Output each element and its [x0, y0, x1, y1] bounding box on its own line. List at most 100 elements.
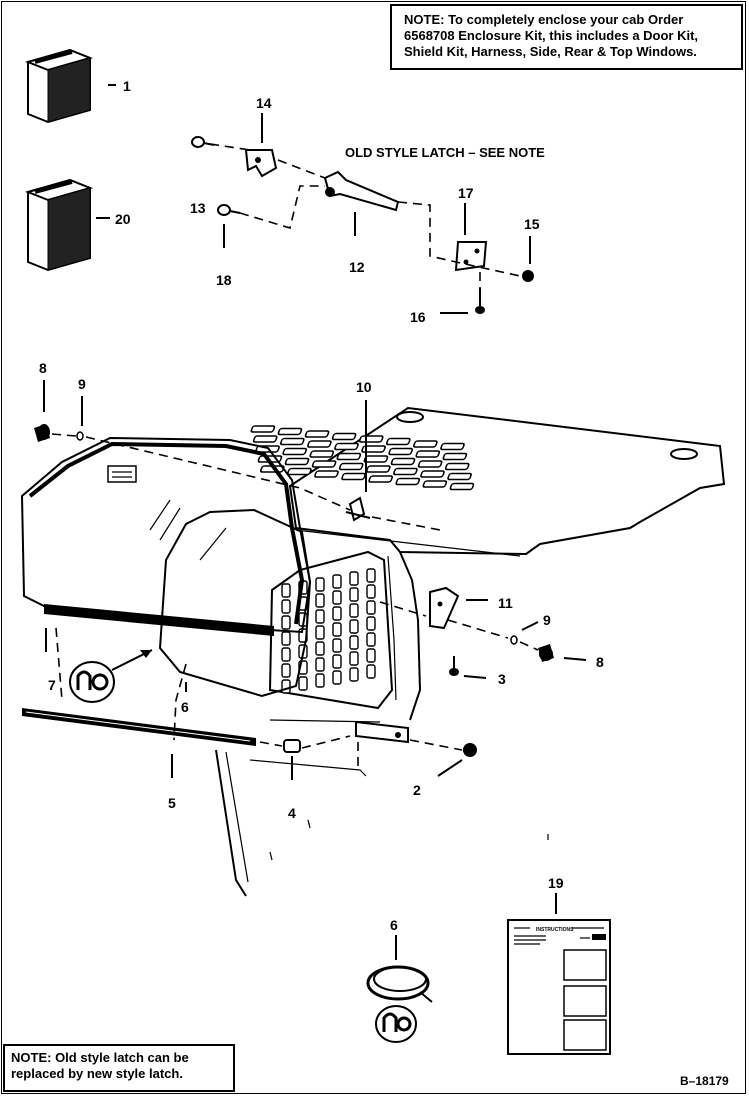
- part-3-screw: [449, 656, 459, 676]
- roof-vent-slot: [336, 452, 362, 461]
- screen-slot: [349, 603, 359, 618]
- roof-vent-slot: [422, 480, 448, 488]
- roof-vent-slot: [282, 447, 308, 456]
- screen-slot: [281, 647, 291, 662]
- screen-slot: [332, 654, 342, 669]
- callout-19: 19: [548, 875, 564, 891]
- roof-vent-slot: [365, 465, 391, 473]
- roof-vent-slot: [341, 472, 366, 481]
- roof-vent-slot: [393, 467, 418, 476]
- latch-note: NOTE: Old style latch can be replaced by…: [3, 1044, 235, 1092]
- roof-vent-slot: [440, 442, 465, 451]
- screen-slot: [315, 657, 325, 672]
- part-8-knob-left: [34, 424, 50, 442]
- callout-11: 11: [498, 595, 513, 611]
- part-17-striker-plate: [454, 241, 488, 272]
- part-9-washer-left: [76, 431, 84, 441]
- section-title: OLD STYLE LATCH – SEE NOTE: [345, 145, 545, 160]
- roof-vent-slot: [449, 482, 475, 491]
- callout-2: 2: [413, 782, 421, 798]
- screen-slot: [315, 625, 325, 640]
- part-11-bracket: [429, 586, 460, 630]
- screen-slot: [366, 664, 376, 679]
- roof-vent-slot: [420, 470, 445, 478]
- screen-slot: [349, 587, 359, 602]
- part-2-nut: [463, 743, 477, 757]
- callout-8b: 8: [596, 654, 604, 670]
- roof-vent-slot: [311, 460, 337, 468]
- screen-slot: [281, 663, 291, 678]
- callout-3: 3: [498, 671, 506, 687]
- part-14-latch-bracket: [244, 149, 278, 178]
- callout-12: 12: [349, 259, 365, 275]
- part-4-hinge-pin: [283, 739, 301, 753]
- screen-slot: [332, 638, 342, 653]
- roof-vent-slot: [385, 437, 411, 446]
- part-6-seal-coil: [366, 965, 433, 1003]
- cab-hinge-bar: [355, 720, 409, 744]
- enclosure-kit-note: NOTE: To completely enclose your cab Ord…: [390, 4, 743, 70]
- tick-mark: [269, 851, 273, 861]
- callout-6b: 6: [390, 917, 398, 933]
- roof-vent-slot: [314, 470, 339, 478]
- screen-slot: [366, 616, 376, 631]
- roof-vent-slot: [395, 477, 421, 486]
- screen-slot: [349, 667, 359, 682]
- assembly-line: [173, 663, 187, 741]
- roof-vent-slot: [444, 462, 470, 471]
- screen-slot: [332, 622, 342, 637]
- roof-vent-slot: [287, 467, 312, 476]
- callout-7: 7: [48, 677, 56, 693]
- callout-15: 15: [524, 216, 540, 232]
- latch-assembly-line: [239, 185, 325, 230]
- arrow-head: [140, 650, 152, 658]
- callout-1: 1: [123, 78, 131, 94]
- screen-slot: [349, 651, 359, 666]
- part-19-instruction-sheet: INSTRUCTIONS: [507, 919, 611, 1055]
- screen-slot: [315, 641, 325, 656]
- callout-10: 10: [356, 379, 372, 395]
- screen-slot: [281, 599, 291, 614]
- part-15-nut: [522, 270, 534, 282]
- roof-vent-slot: [252, 435, 278, 443]
- screen-slot: [281, 679, 291, 694]
- part-8-knob-right: [538, 644, 554, 662]
- screen-slot: [366, 632, 376, 647]
- leader-2: [437, 759, 463, 777]
- callout-18: 18: [216, 272, 232, 288]
- tick-mark: [307, 819, 311, 829]
- roof-vent-slot: [331, 432, 357, 441]
- note-text: Old style latch can be replaced by new s…: [11, 1050, 189, 1081]
- screen-slot: [332, 606, 342, 621]
- roof-vent-slot: [338, 462, 364, 471]
- part-13-bolt: [191, 136, 215, 148]
- assembly-line: [291, 742, 359, 770]
- roof-vent-slot: [250, 425, 276, 433]
- callout-8a: 8: [39, 360, 47, 376]
- latch-assembly-line: [209, 143, 521, 277]
- note-label: NOTE:: [404, 12, 445, 27]
- assembly-line: [259, 735, 463, 751]
- screen-slot: [366, 568, 376, 583]
- roof-vent-slot: [334, 442, 359, 451]
- assembly-line: [379, 601, 539, 651]
- seal-profile-icon-2: [375, 1005, 417, 1043]
- roof-vent-slot: [388, 447, 414, 456]
- roof-vent-slot: [390, 457, 416, 466]
- callout-20: 20: [115, 211, 131, 227]
- roof-vent-slot: [442, 452, 468, 461]
- roof-vent-slot: [284, 457, 310, 466]
- screen-slot: [332, 590, 342, 605]
- roof-vent-slot: [361, 445, 386, 453]
- callout-14: 14: [256, 95, 272, 111]
- screen-slot: [281, 631, 291, 646]
- screen-slot: [349, 571, 359, 586]
- roof-vent-slot: [304, 430, 330, 438]
- leader-8-right: [563, 657, 587, 661]
- assembly-line: [55, 627, 63, 701]
- screen-slot: [366, 600, 376, 615]
- roof-vent-slot: [279, 437, 305, 446]
- leader-9-right: [521, 621, 539, 631]
- roof-vent-slot: [307, 440, 332, 448]
